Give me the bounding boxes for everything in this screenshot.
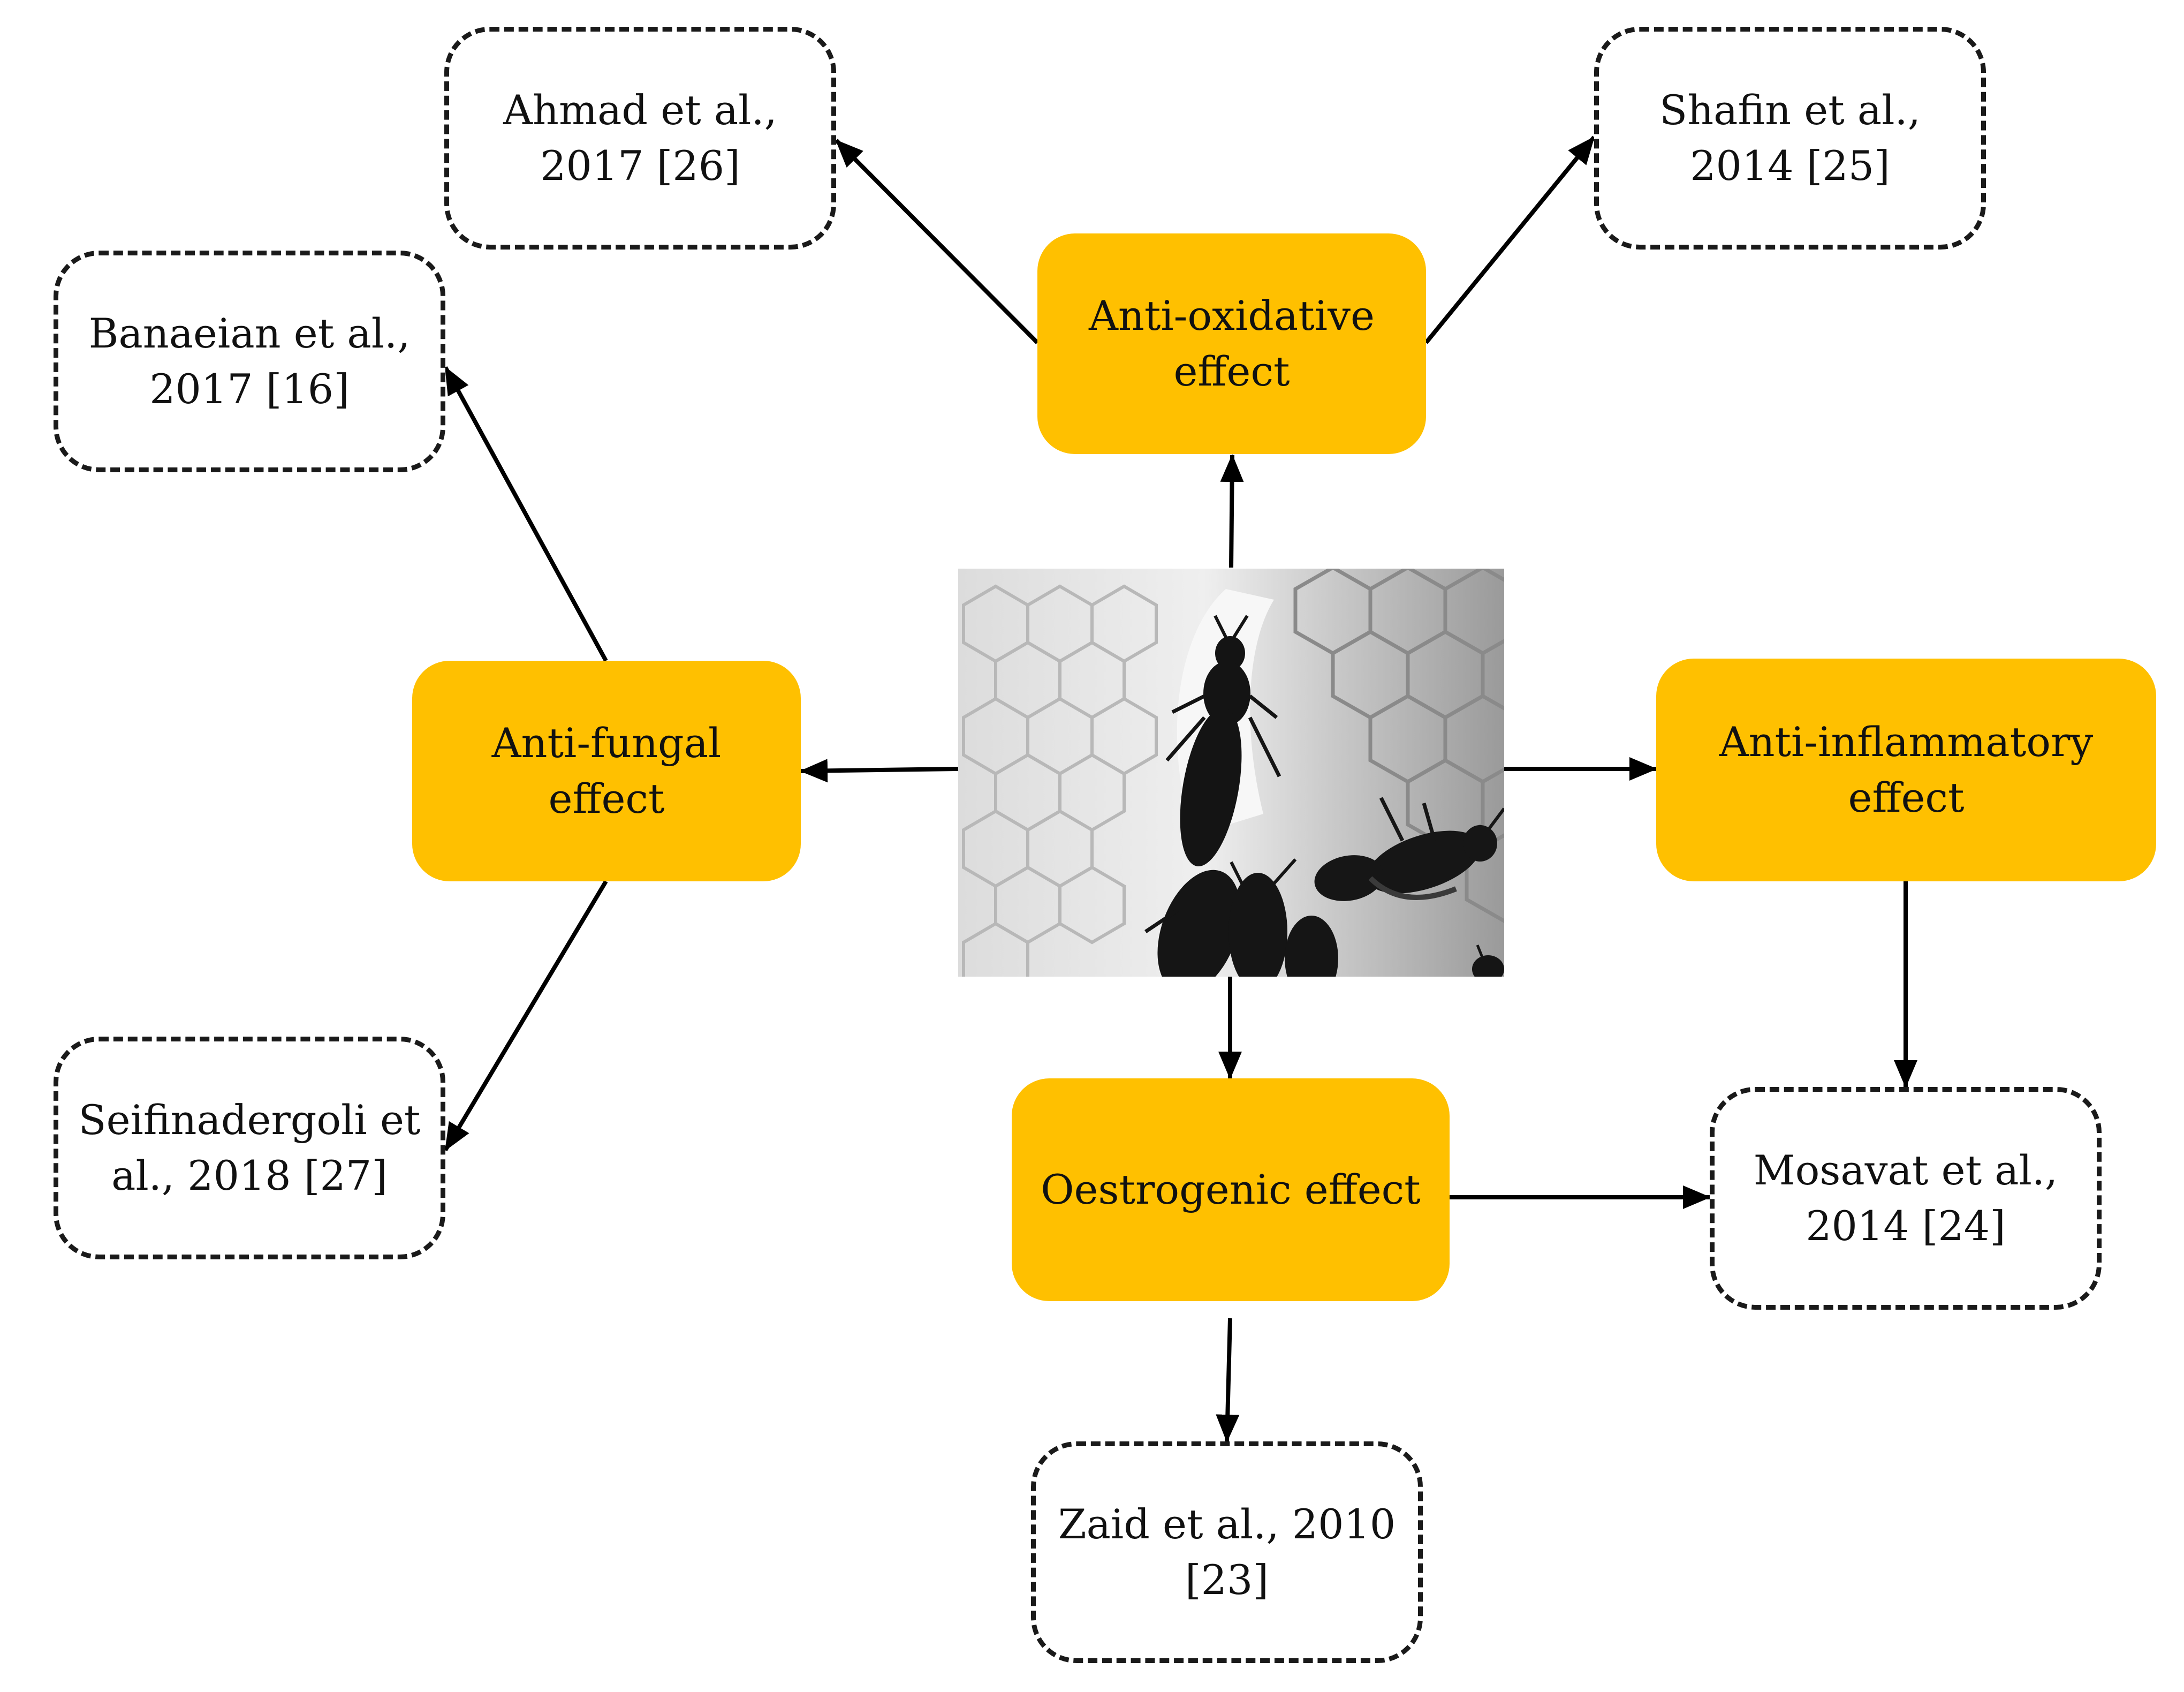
arrow-oestrogenic-to-zaid	[1216, 1318, 1240, 1442]
reference-ahmad-label: Ahmad et al., 2017 [26]	[503, 86, 777, 190]
reference-mosavat-node: Mosavat et al., 2014 [24]	[1710, 1087, 2102, 1310]
reference-shafin-label: Shafin et al., 2014 [25]	[1659, 86, 1921, 190]
oestrogenic-effect-node: Oestrogenic effect	[1012, 1078, 1450, 1301]
reference-zaid-node: Zaid et al., 2010 [23]	[1031, 1441, 1423, 1663]
arrow-fungal-to-seifinadergoli	[443, 880, 608, 1152]
arrow-oxidative-to-ahmad	[835, 139, 1039, 344]
reference-mosavat-label: Mosavat et al., 2014 [24]	[1753, 1146, 2058, 1250]
arrow-fungal-to-banaeian	[443, 366, 608, 662]
reference-ahmad-node: Ahmad et al., 2017 [26]	[444, 27, 836, 250]
reference-seifinadergoli-label: Seifinadergoli et al., 2018 [27]	[78, 1096, 421, 1199]
connector-arrows	[443, 135, 1917, 1442]
reference-banaeian-node: Banaeian et al., 2017 [16]	[54, 251, 445, 472]
arrow-photo-to-fungal	[800, 759, 959, 783]
anti-inflammatory-effect-node: Anti-inflammatory effect	[1656, 659, 2156, 881]
anti-fungal-effect-label: Anti-fungal effect	[491, 719, 722, 822]
arrow-photo-to-oxidative	[1220, 454, 1244, 568]
reference-shafin-node: Shafin et al., 2014 [25]	[1594, 27, 1986, 250]
reference-zaid-label: Zaid et al., 2010 [23]	[1058, 1500, 1396, 1604]
reference-banaeian-label: Banaeian et al., 2017 [16]	[88, 309, 411, 413]
central-photo	[958, 569, 1504, 977]
anti-oxidative-effect-label: Anti-oxidative effect	[1088, 292, 1375, 395]
anti-fungal-effect-node: Anti-fungal effect	[412, 661, 801, 881]
reference-seifinadergoli-node: Seifinadergoli et al., 2018 [27]	[54, 1037, 445, 1259]
anti-inflammatory-effect-label: Anti-inflammatory effect	[1719, 718, 2094, 821]
arrow-oxidative-to-shafin	[1424, 135, 1596, 344]
oestrogenic-effect-label: Oestrogenic effect	[1041, 1166, 1421, 1213]
anti-oxidative-effect-node: Anti-oxidative effect	[1037, 233, 1426, 454]
